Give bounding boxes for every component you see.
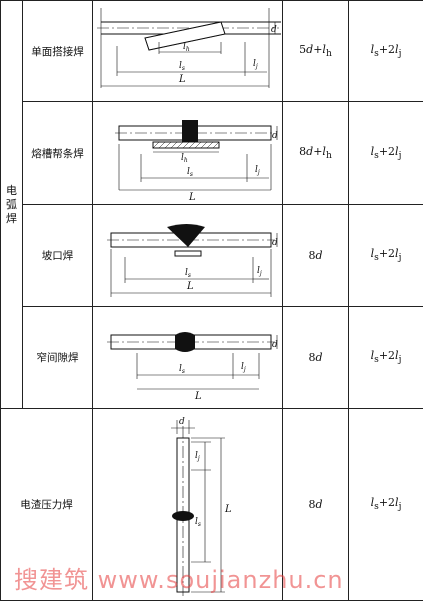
dim-L: L — [194, 391, 202, 402]
min-lap-length: 8d+lh — [283, 102, 349, 205]
dim-ls: ls — [185, 268, 191, 279]
row-single-lap: 电弧焊 单面搭接焊 lh ls lj — [1, 1, 423, 102]
dim-L: L — [178, 74, 186, 85]
dim-d: d — [272, 131, 278, 141]
diagram-narrow-gap: ls lj L d — [93, 307, 283, 409]
method-name: 窄间隙焊 — [23, 307, 93, 409]
diagram-bevel: ls lj L d — [93, 205, 283, 307]
diagram-electroslag: d lj ls L — [93, 409, 283, 601]
dim-lh: lh — [181, 153, 188, 164]
row-bevel: 坡口焊 ls lj L d 8d ls+2lj — [1, 205, 423, 307]
blank-length: ls+2lj — [349, 205, 423, 307]
dim-lj: lj — [195, 451, 200, 462]
dim-ls: ls — [187, 167, 193, 178]
method-name: 熔槽帮条焊 — [23, 102, 93, 205]
diagram-single-lap: lh ls lj L d — [93, 1, 283, 102]
diagram-groove-splice: lh ls lj L d — [93, 102, 283, 205]
blank-length: ls+2lj — [349, 307, 423, 409]
min-lap-length: 5d+lh — [283, 1, 349, 102]
dim-ls: ls — [179, 364, 185, 375]
dim-L: L — [188, 192, 196, 202]
min-lap-length: 8d — [283, 205, 349, 307]
dim-lj: lj — [255, 165, 260, 176]
dim-ls: ls — [179, 61, 185, 72]
dim-d: d — [179, 417, 185, 427]
category-arc-weld: 电弧焊 — [1, 1, 23, 409]
dim-d: d — [271, 25, 277, 35]
dim-L: L — [186, 281, 194, 292]
dim-lj: lj — [257, 266, 262, 277]
row-groove-splice: 熔槽帮条焊 lh ls lj L d — [1, 102, 423, 205]
row-electroslag: 电渣压力焊 d lj ls L — [1, 409, 423, 601]
blank-length: ls+2lj — [349, 102, 423, 205]
blank-length: ls+2lj — [349, 409, 423, 601]
method-name: 电渣压力焊 — [1, 409, 93, 601]
blank-length: ls+2lj — [349, 1, 423, 102]
method-name: 单面搭接焊 — [23, 1, 93, 102]
dim-L: L — [224, 504, 232, 515]
min-lap-length: 8d — [283, 409, 349, 601]
min-lap-length: 8d — [283, 307, 349, 409]
dim-lh: lh — [183, 42, 190, 53]
method-name: 坡口焊 — [23, 205, 93, 307]
dim-lj: lj — [253, 59, 258, 70]
dim-d: d — [272, 340, 278, 350]
row-narrow-gap: 窄间隙焊 ls lj L d 8d ls+2lj — [1, 307, 423, 409]
dim-d: d — [272, 238, 278, 248]
dim-ls: ls — [195, 517, 201, 528]
dim-lj: lj — [241, 362, 246, 373]
